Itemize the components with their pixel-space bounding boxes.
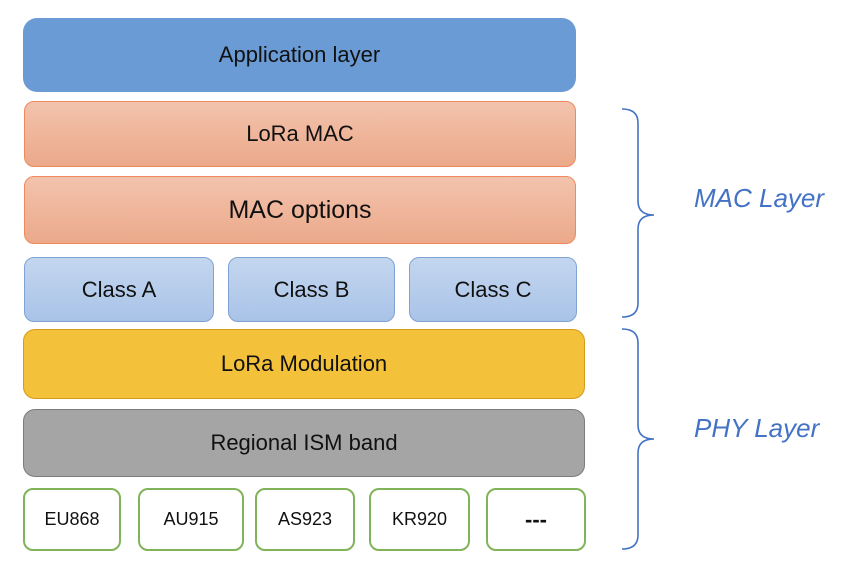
class-c-box: Class C <box>409 257 577 322</box>
mac-options-box: MAC options <box>24 176 576 244</box>
band-as923-box: AS923 <box>255 488 355 551</box>
phy-layer-brace <box>621 328 655 550</box>
class-a-box: Class A <box>24 257 214 322</box>
mac-layer-brace <box>621 108 655 318</box>
band-kr920-box: KR920 <box>369 488 470 551</box>
mac-layer-label: MAC Layer <box>694 183 825 213</box>
lora-modulation-box: LoRa Modulation <box>23 329 585 399</box>
phy-layer-label: PHY Layer <box>694 413 820 443</box>
band-more-box: --- <box>486 488 586 551</box>
layer-braces <box>621 108 655 550</box>
band-au915-box: AU915 <box>138 488 244 551</box>
regional-ism-band-box: Regional ISM band <box>23 409 585 477</box>
application-layer-box: Application layer <box>23 18 576 92</box>
band-eu868-box: EU868 <box>23 488 121 551</box>
lora-mac-box: LoRa MAC <box>24 101 576 167</box>
class-b-box: Class B <box>228 257 395 322</box>
